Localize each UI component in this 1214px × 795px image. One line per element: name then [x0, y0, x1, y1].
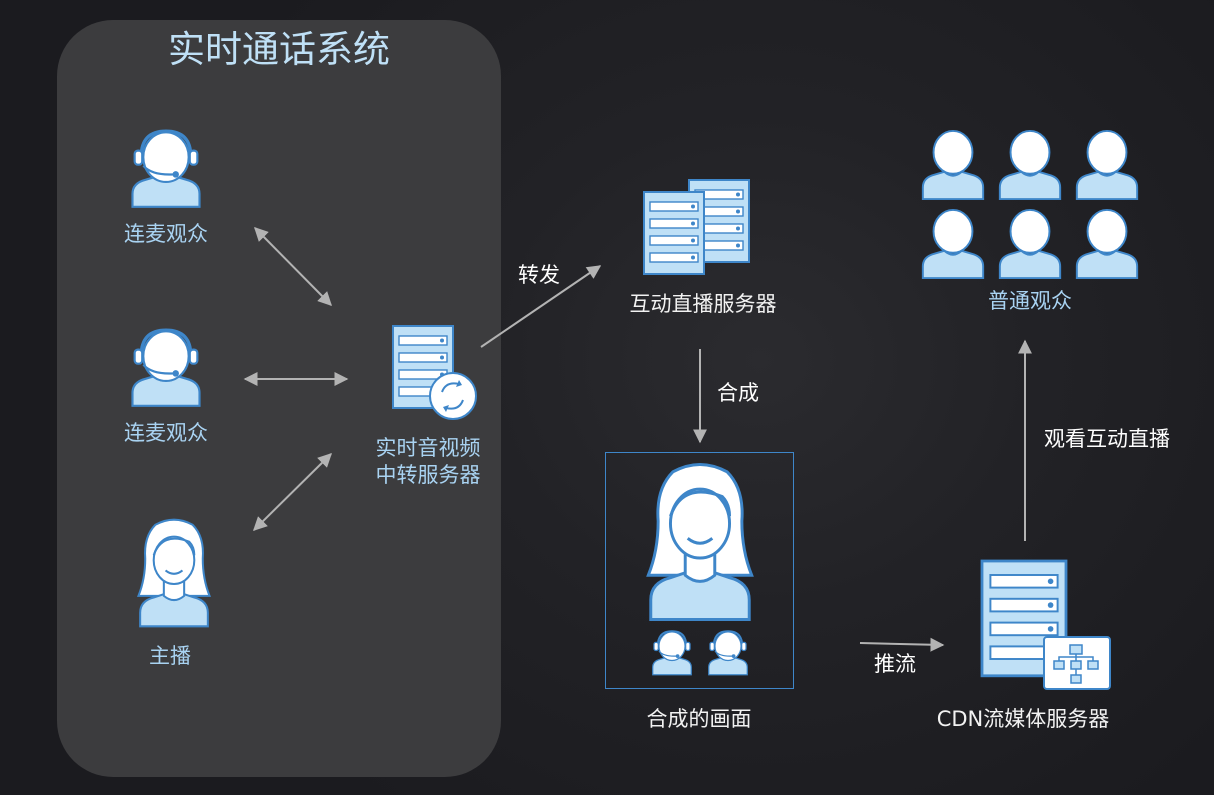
edge-label-compose: 合成	[717, 381, 759, 405]
cdn-server-icon	[980, 559, 1111, 690]
guest2-headset-icon	[130, 328, 202, 408]
audience-person-icon-3	[1075, 129, 1139, 201]
relay-label-line2: 中转服务器	[375, 463, 481, 487]
audience-person-icon-1	[921, 129, 985, 201]
host-woman-icon	[137, 518, 211, 628]
composite-guest2-headset-icon	[707, 630, 749, 676]
edge-label-watch: 观看互动直播	[1044, 427, 1170, 451]
composite-guest1-headset-icon	[651, 630, 693, 676]
audience-person-icon-2	[998, 129, 1062, 201]
arrow-host-relay	[253, 453, 332, 531]
system-title: 实时通话系统	[168, 28, 390, 71]
composite-frame	[605, 452, 794, 689]
arrow-composite-cdn	[859, 637, 945, 652]
live-server-icon	[643, 179, 750, 275]
composite-host-woman-icon	[646, 462, 754, 622]
edge-label-push: 推流	[874, 652, 916, 676]
arrow-guest1-relay	[254, 227, 332, 306]
relay-label-line1: 实时音视频	[375, 436, 481, 460]
audience-person-icon-6	[1075, 208, 1139, 280]
host-label: 主播	[149, 644, 191, 668]
audience-label: 普通观众	[988, 289, 1072, 313]
composite-label: 合成的画面	[646, 707, 752, 731]
live-server-label: 互动直播服务器	[629, 292, 777, 316]
audience-person-icon-5	[998, 208, 1062, 280]
cdn-label: CDN流媒体服务器	[936, 707, 1110, 731]
guest1-headset-icon	[130, 129, 202, 209]
guest2-label: 连麦观众	[124, 421, 208, 445]
arrow-relay-live-server	[480, 265, 602, 348]
edge-label-forward: 转发	[518, 263, 560, 287]
audience-person-icon-4	[921, 208, 985, 280]
guest1-label: 连麦观众	[124, 222, 208, 246]
relay-server-icon	[392, 325, 477, 420]
